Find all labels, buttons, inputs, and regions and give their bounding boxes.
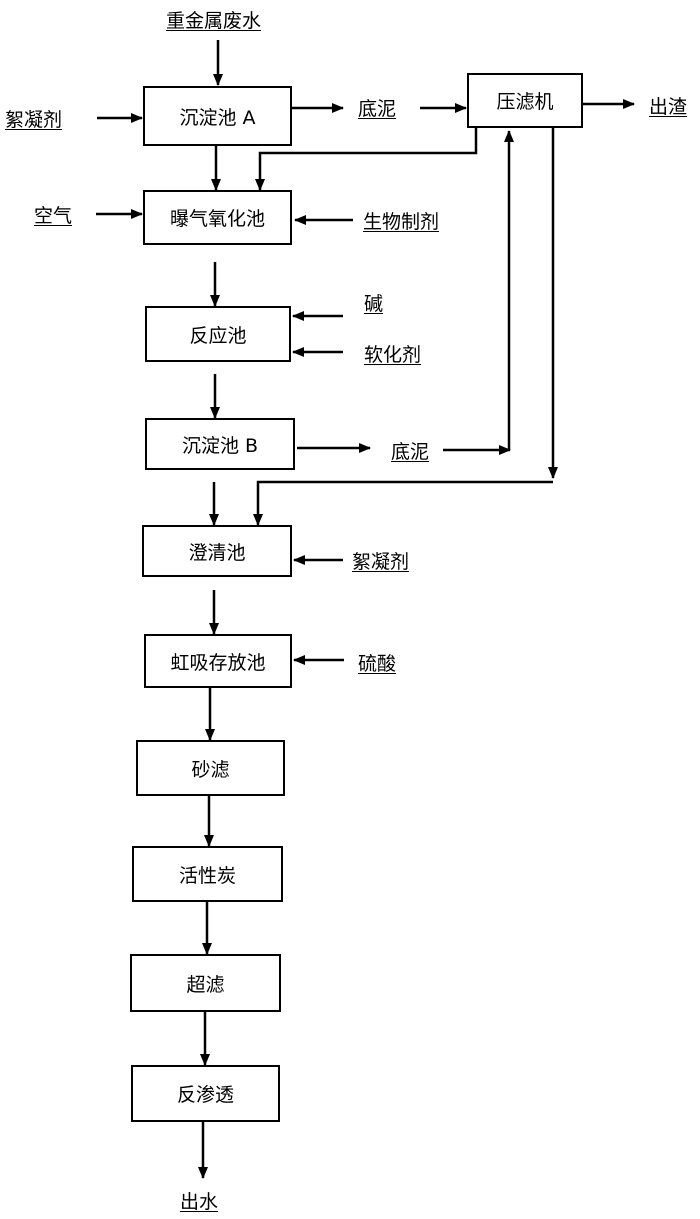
unit-aeration-oxidation-label: 曝气氧化池: [169, 208, 265, 230]
unit-reverse-osmosis: 反渗透: [131, 1065, 280, 1122]
unit-siphon-storage-label: 虹吸存放池: [170, 651, 266, 674]
label-sludge-2: 底泥: [391, 441, 430, 463]
label-wastewater: 重金属废水: [166, 10, 262, 32]
label-softener: 软化剂: [364, 344, 422, 366]
unit-sedimentation-b: 沉淀池 B: [145, 418, 295, 470]
unit-reaction-tank: 反应池: [145, 306, 291, 362]
label-slag-out: 出渣: [649, 96, 688, 118]
unit-siphon-storage: 虹吸存放池: [144, 634, 292, 688]
unit-ultrafiltration: 超滤: [130, 954, 281, 1012]
unit-activated-carbon: 活性炭: [132, 846, 283, 902]
arrow-press-return-to-clarifier: [253, 480, 553, 526]
unit-clarifier-label: 澄清池: [188, 541, 246, 564]
label-sludge-1: 底泥: [358, 98, 397, 120]
unit-filter-press: 压滤机: [467, 73, 583, 128]
label-alkali: 碱: [364, 293, 384, 315]
label-bio-agent: 生物制剂: [363, 211, 440, 233]
unit-sedimentation-a-label: 沉淀池 A: [179, 106, 256, 129]
label-sulfuric-acid: 硫酸: [358, 653, 397, 675]
unit-reaction-tank-label: 反应池: [189, 324, 247, 347]
unit-sand-filter: 砂滤: [136, 740, 285, 796]
unit-sedimentation-b-label: 沉淀池 B: [181, 434, 259, 457]
unit-ultrafiltration-label: 超滤: [186, 973, 225, 996]
label-water-out: 出水: [180, 1191, 219, 1213]
unit-reverse-osmosis-label: 反渗透: [176, 1084, 234, 1106]
label-air: 空气: [34, 205, 73, 227]
unit-sedimentation-a: 沉淀池 A: [143, 86, 292, 146]
unit-activated-carbon-label: 活性炭: [178, 864, 236, 887]
arrow-press-return-to-aeration: [255, 128, 478, 191]
label-flocculant-2: 絮凝剂: [352, 551, 410, 573]
label-flocculant-1: 絮凝剂: [5, 109, 63, 131]
unit-aeration-oxidation: 曝气氧化池: [143, 190, 292, 245]
unit-filter-press-label: 压滤机: [496, 91, 554, 113]
unit-sand-filter-label: 砂滤: [191, 758, 230, 781]
unit-clarifier: 澄清池: [142, 525, 292, 577]
